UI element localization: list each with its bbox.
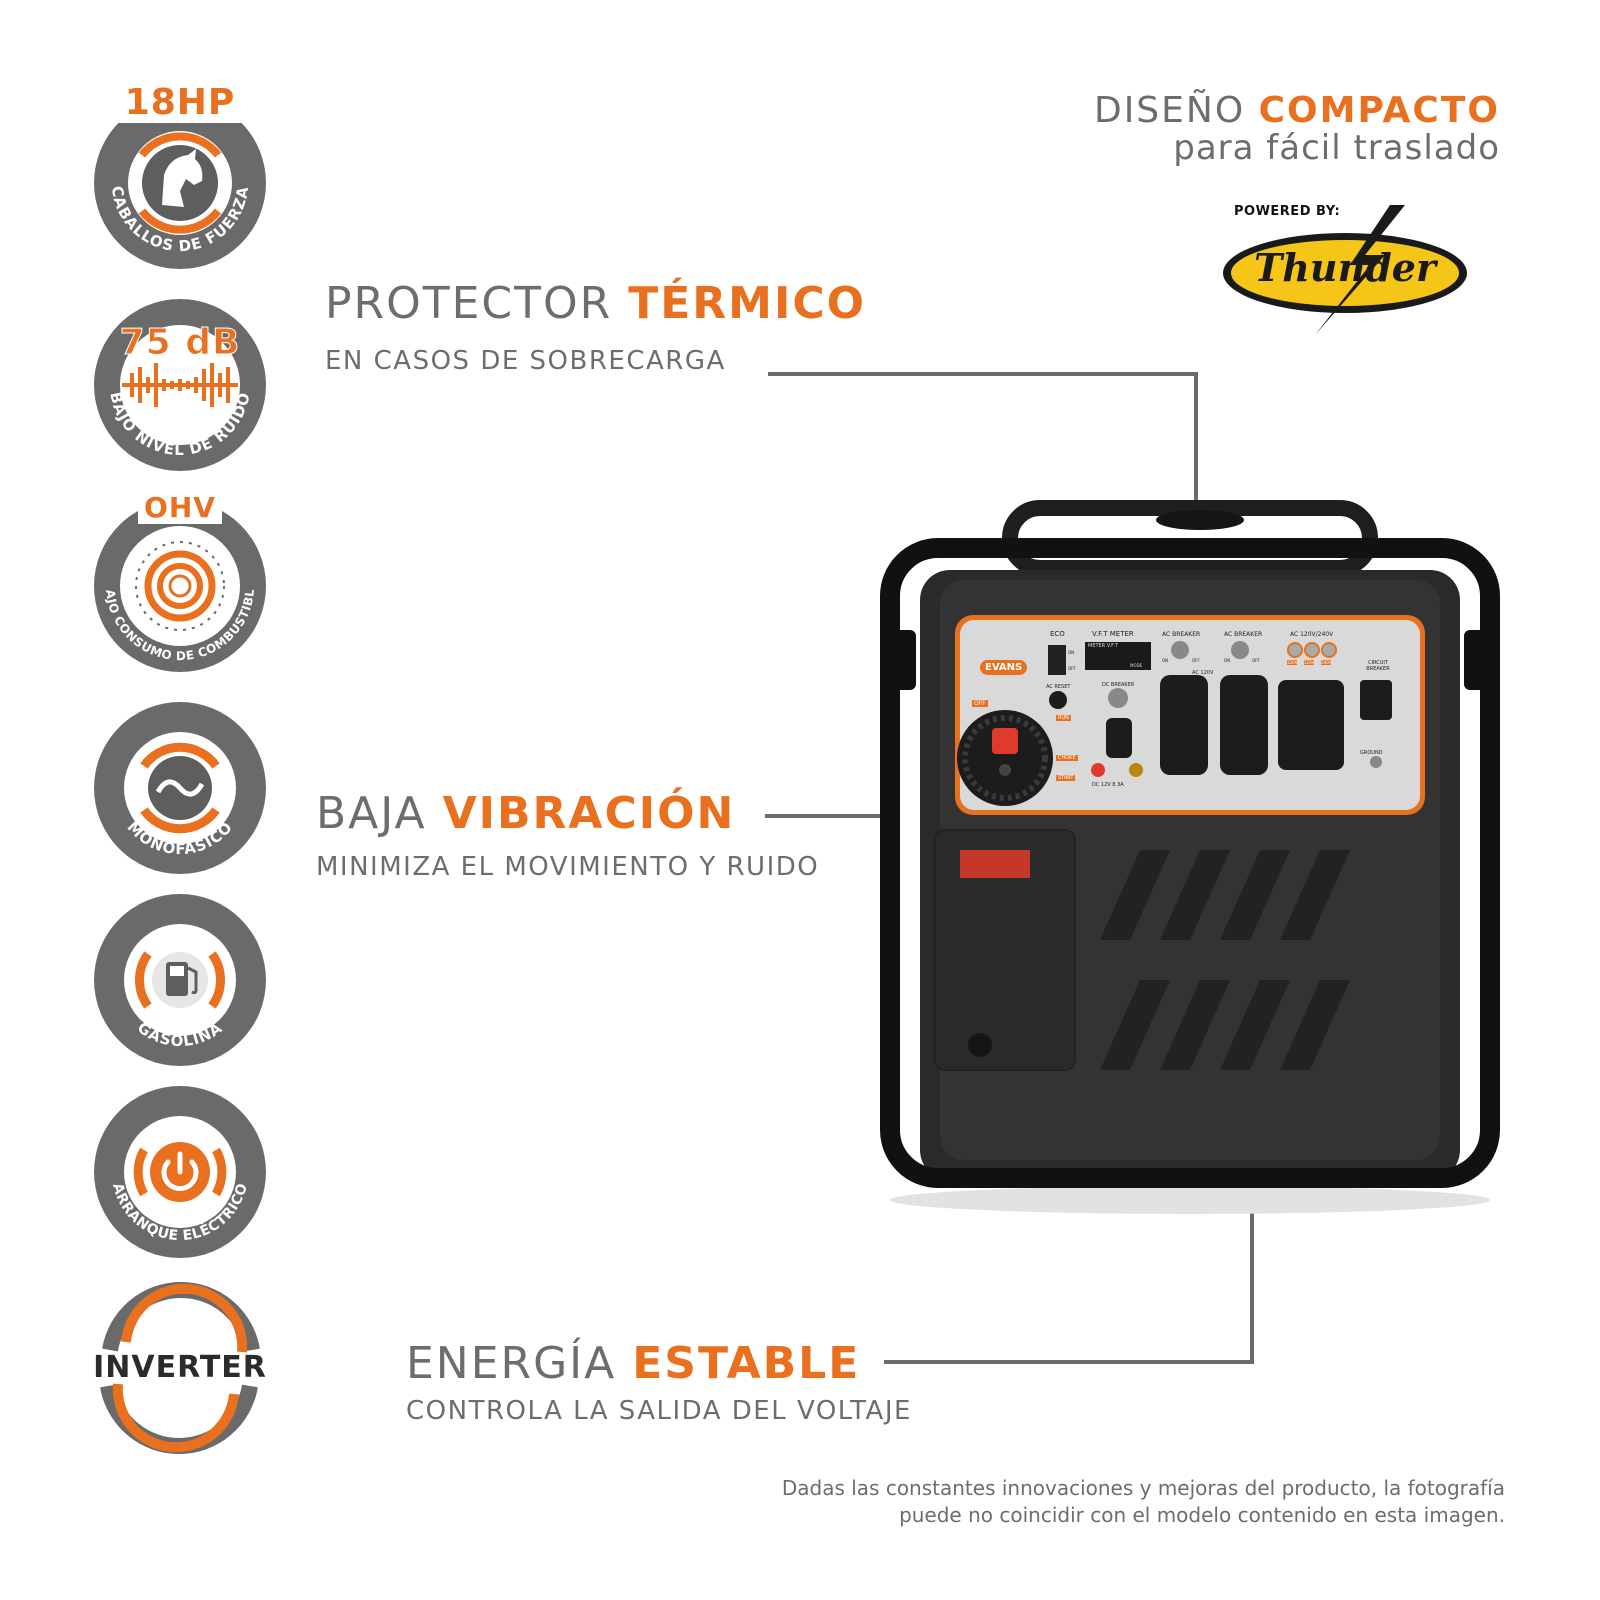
compact-design-subtitle: para fácil traslado — [1173, 128, 1500, 168]
panel-label-240v: 240V — [1321, 660, 1332, 665]
panel-label-on-3: ON — [1224, 658, 1231, 663]
generator-image: EVANS ECO V.F.T METER AC BREAKER AC BREA… — [876, 500, 1504, 1220]
panel-label-off: OFF — [972, 700, 988, 707]
badge-single-phase: MONOFÁSICO — [92, 700, 268, 876]
panel-label-eco: ECO — [1050, 630, 1065, 638]
badge-inverter: INVERTER — [92, 1280, 268, 1456]
feature-thermal-title: PROTECTOR TÉRMICO — [325, 278, 867, 329]
badge-top-label: OHV — [138, 491, 222, 524]
badge-gasoline: GASOLINA — [92, 892, 268, 1068]
panel-label-off-1: OFF — [1068, 666, 1076, 671]
inverter-ring-icon — [100, 1282, 260, 1454]
panel-label-choke: CHOKE — [1056, 755, 1078, 761]
horse-icon — [162, 149, 203, 207]
evans-badge: EVANS — [980, 660, 1028, 675]
feature-thermal-subtitle: EN CASOS DE SOBRECARGA — [325, 346, 726, 376]
panel-label-start: START — [1056, 775, 1076, 781]
thunder-brand-name: Thunder — [1254, 245, 1436, 290]
badge-horsepower: CABALLOS DE FUERZA 18HP — [92, 82, 268, 271]
compact-design-title: DISEÑO COMPACTO — [1093, 90, 1500, 131]
panel-label-dc-12v: DC 12V 8.3A — [1092, 782, 1124, 788]
panel-label-run: RUN — [1056, 715, 1071, 721]
panel-label-ac-120v: AC 120V — [1192, 670, 1214, 676]
connector-line-thermal-v — [1194, 372, 1198, 512]
badge-top-label: 75 dB — [119, 322, 241, 363]
panel-label-meter-vft: METER V.F.T — [1088, 643, 1118, 649]
feature-energy-subtitle: CONTROLA LA SALIDA DEL VOLTAJE — [406, 1396, 912, 1426]
panel-label-off-3: OFF — [1252, 658, 1260, 663]
power-icon — [150, 1142, 210, 1202]
disclaimer-line-1: Dadas las constantes innovaciones y mejo… — [781, 1476, 1505, 1500]
connector-line-energy-v — [1250, 1210, 1254, 1364]
badge-electric-start: ARRANQUE ELÉCTRICO — [92, 1084, 268, 1260]
badge-top-label: 18HP — [118, 82, 242, 123]
fuel-pump-icon — [152, 952, 208, 1008]
panel-label-ac-breaker-2: AC BREAKER — [1224, 631, 1263, 638]
feature-vibration-subtitle: MINIMIZA EL MOVIMIENTO Y RUIDO — [316, 852, 820, 882]
panel-label-ac-120-240: AC 120V/240V — [1290, 631, 1334, 638]
thunder-logo: Thunder — [1220, 205, 1470, 340]
engine-ring-icon — [135, 541, 225, 631]
connector-line-energy-h — [884, 1360, 1254, 1364]
disclaimer-line-2: puede no coincidir con el modelo conteni… — [899, 1503, 1505, 1527]
panel-label-on-1: ON — [1068, 650, 1075, 655]
panel-label-ac-breaker-1: AC BREAKER — [1162, 631, 1201, 638]
connector-line-thermal-h — [768, 372, 1198, 376]
sine-wave-icon — [155, 779, 205, 797]
panel-label-ac-reset: AC RESET — [1046, 684, 1071, 690]
panel-label-circuit-breaker: CIRCUIT BREAKER — [1366, 660, 1390, 672]
panel-label-120v-b: 120V — [1304, 660, 1315, 665]
panel-label-ground: GROUND — [1360, 750, 1383, 756]
feature-energy-title: ENERGÍA ESTABLE — [406, 1338, 861, 1389]
powered-by-label: POWERED BY: — [1234, 204, 1341, 219]
sound-wave-icon — [122, 363, 238, 407]
panel-label-mode: MODE — [1130, 663, 1143, 668]
panel-label-120v-a: 120V — [1287, 660, 1298, 665]
feature-vibration-title: BAJA VIBRACIÓN — [316, 788, 736, 839]
panel-label-dc-breaker: DC BREAKER — [1102, 682, 1135, 688]
panel-label-on-2: ON — [1162, 658, 1169, 663]
connector-line-vibration — [765, 814, 895, 818]
badge-ohv: BAJO CONSUMO DE COMBUSTIBLE OHV — [87, 487, 268, 674]
panel-label-meter: V.F.T METER — [1092, 630, 1134, 638]
disclaimer: Dadas las constantes innovaciones y mejo… — [782, 1475, 1505, 1529]
panel-label-off-2: OFF — [1192, 658, 1200, 663]
inverter-label: INVERTER — [93, 1350, 267, 1385]
badge-noise: BAJO NIVEL DE RUIDO 75 dB — [92, 297, 268, 473]
